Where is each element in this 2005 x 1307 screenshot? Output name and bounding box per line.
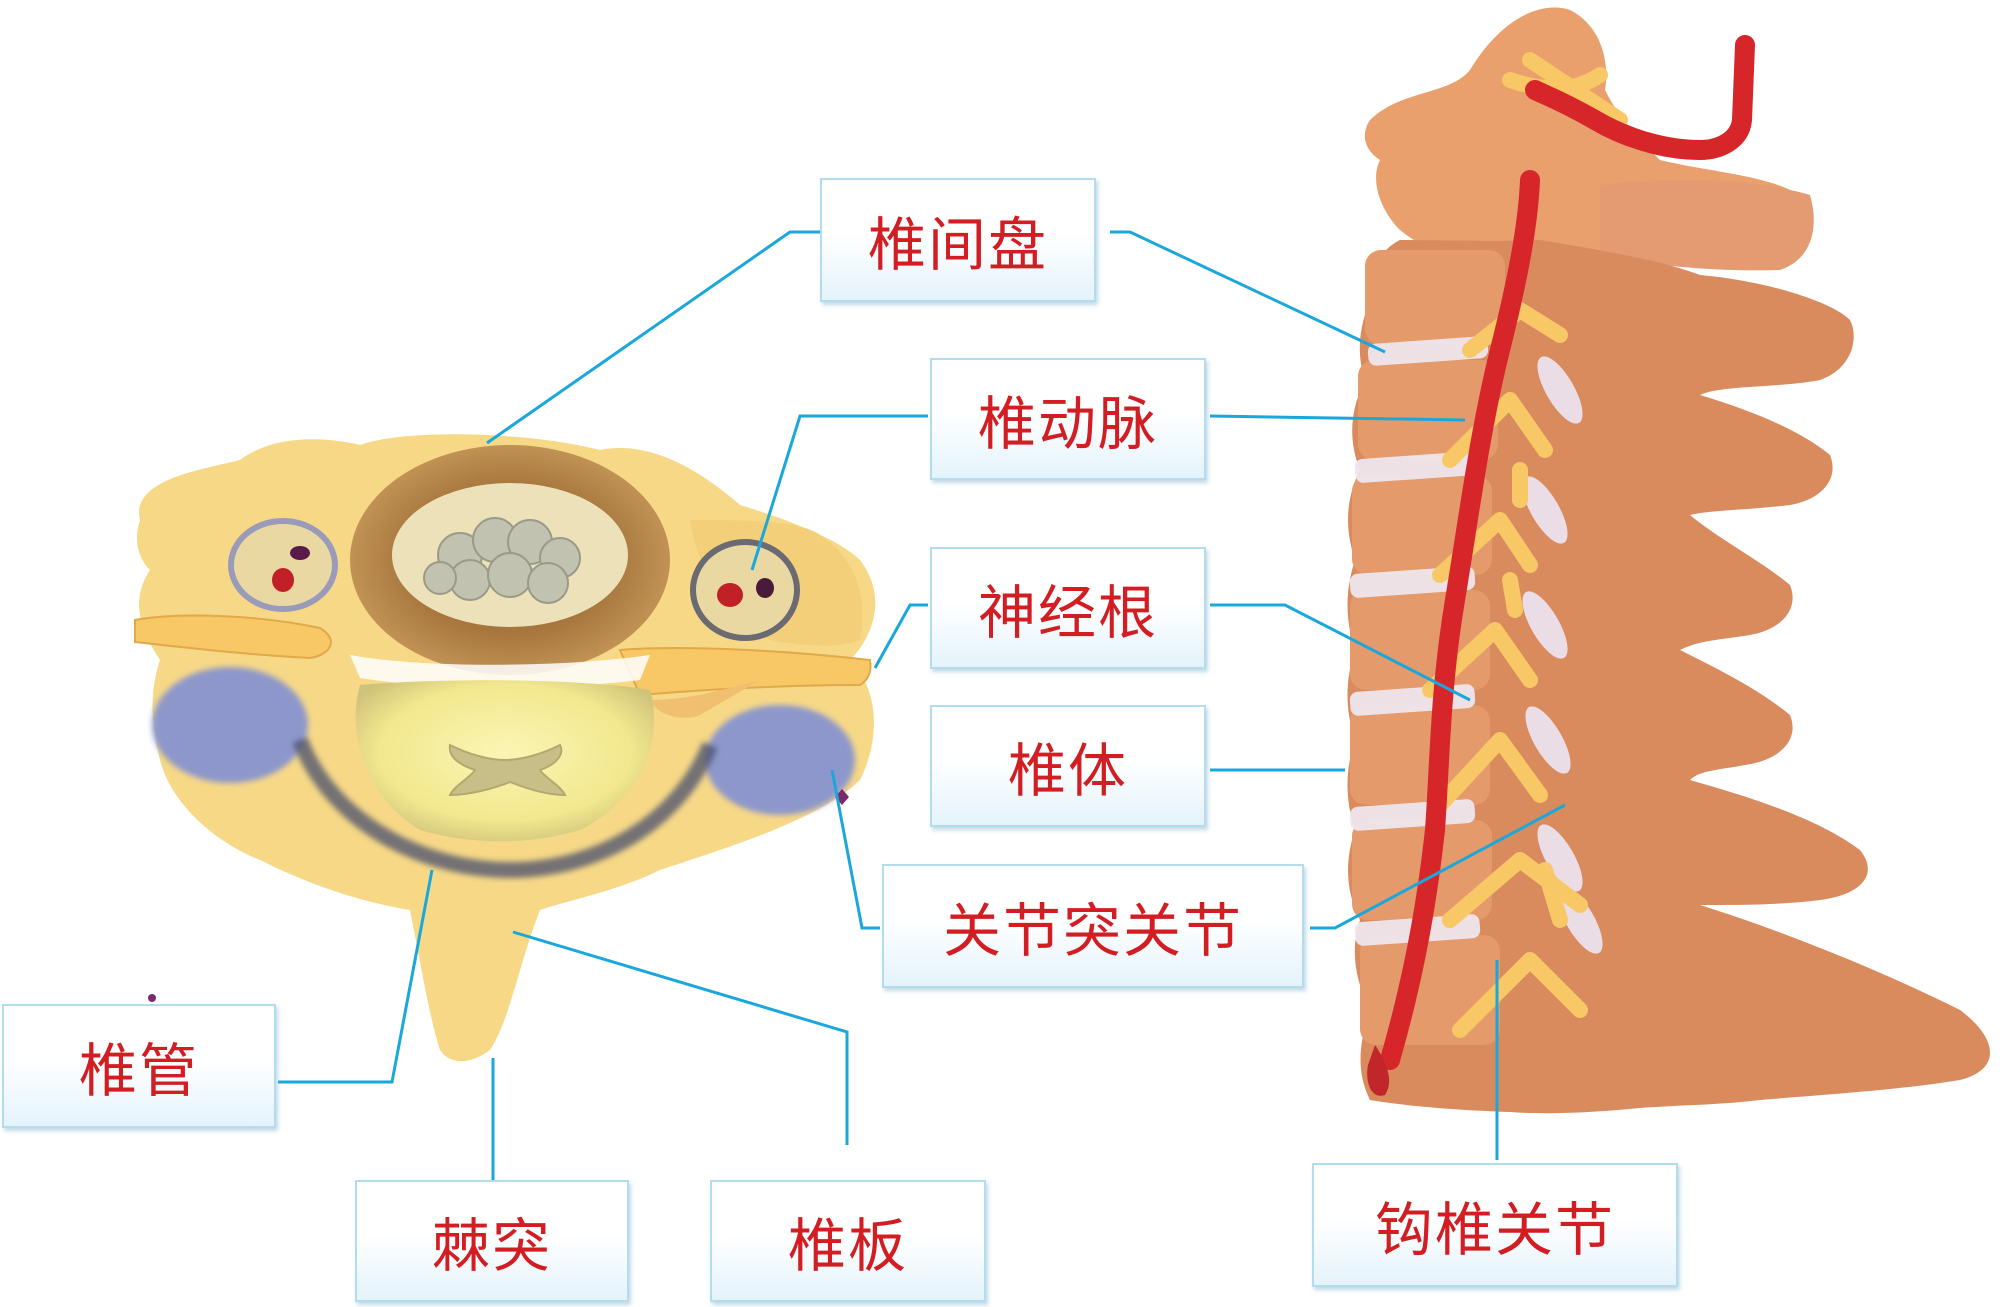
facet-mass-left [152,667,308,783]
facet-mass-right [705,705,855,815]
nucleus-pulposus [423,517,581,604]
label-lamina: 椎板 [710,1180,986,1302]
lateral-spine [1347,7,1990,1114]
leader-artery-right [1209,414,1466,422]
nerve-root-left [134,614,332,660]
cervical-column [1347,240,1990,1114]
leader-disc-right [1110,230,1386,354]
foramen-right [690,539,800,641]
label-facet-joint: 关节突关节 [882,864,1304,988]
leader-nerve-left [873,603,928,669]
posterior-ligament [350,655,650,688]
leader-facet-left [830,769,880,930]
leader-facet-right [1310,803,1566,930]
marker-dot-2 [148,994,156,1002]
axial-vertebra [134,434,876,1062]
leader-lamina [512,930,849,1145]
label-vertebral-artery: 椎动脉 [930,358,1206,480]
label-vertebral-body: 椎体 [930,705,1206,827]
foramen-left [228,518,338,612]
nerve-root-right [618,647,872,697]
leader-canal [278,869,434,1084]
artery-end [1367,1045,1390,1096]
spinal-cord-grey-matter [448,743,567,797]
label-nerve-root: 神经根 [930,547,1206,669]
label-uncovertebral-joint: 钩椎关节 [1312,1163,1678,1287]
leader-disc-left [486,230,820,445]
vertebral-artery [1380,35,1755,1070]
leader-nerve-right [1210,603,1471,702]
posterior-arch-c1 [1600,179,1814,271]
label-spinal-canal: 椎管 [2,1004,276,1128]
ligamentum-flavum [292,737,718,879]
facet-joints [1522,356,1603,954]
leader-lines [278,230,1566,1185]
label-intervertebral-disc: 椎间盘 [820,178,1096,302]
leader-artery-left [750,414,928,571]
nerve-root-right-curve [650,680,760,718]
label-spinous-process: 棘突 [355,1180,629,1302]
